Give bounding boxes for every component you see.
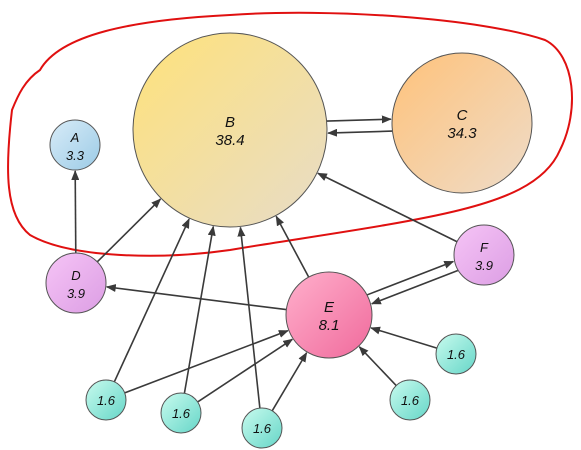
- edge-c-to-b: [327, 128, 393, 137]
- node-score-s2: 1.6: [172, 406, 191, 421]
- edge-d-to-a: [71, 169, 80, 254]
- edge-d-to-b: [96, 198, 162, 263]
- edge-s1-to-b: [113, 218, 190, 383]
- nodes-layer: A3.3B38.4C34.3D3.9E8.1F3.91.61.61.61.61.…: [45, 32, 533, 449]
- edge-b-to-c: [326, 115, 392, 124]
- edge-s2-to-b: [183, 225, 216, 394]
- node-circle-s2: [160, 392, 202, 434]
- node-circle-c: [391, 52, 533, 194]
- node-circle-s4: [435, 333, 477, 375]
- node-s1: 1.6: [85, 379, 127, 421]
- edge-s2-to-e: [197, 338, 294, 403]
- edge-s3-to-e: [271, 351, 308, 412]
- node-circle-f: [453, 224, 515, 286]
- node-d: D 3.9: [45, 252, 107, 314]
- node-score-a: 3.3: [66, 148, 85, 163]
- node-name-b: B: [225, 114, 235, 131]
- edge-s1-to-e: [124, 329, 289, 394]
- node-score-s4: 1.6: [447, 347, 466, 362]
- node-circle-e: [285, 271, 373, 359]
- edge-f-to-e: [370, 269, 459, 305]
- node-s2: 1.6: [160, 392, 202, 434]
- node-a: A 3.3: [49, 119, 101, 171]
- node-score-b: 38.4: [215, 132, 244, 149]
- edge-e-to-b: [275, 215, 310, 278]
- node-circle-s1: [85, 379, 127, 421]
- node-circle-a: [49, 119, 101, 171]
- node-name-e: E: [324, 299, 335, 316]
- edge-s3-to-b: [237, 226, 261, 409]
- node-e: E8.1: [285, 271, 373, 359]
- edge-e-to-d: [105, 284, 287, 311]
- node-name-c: C: [457, 107, 468, 124]
- node-circle-s5: [389, 379, 431, 421]
- node-circle-d: [45, 252, 107, 314]
- node-score-f: 3.9: [475, 258, 493, 273]
- highlight-outline: [7, 11, 573, 257]
- edge-s4-to-e: [370, 326, 438, 349]
- edges-layer: [71, 115, 459, 412]
- node-s3: 1.6: [241, 407, 283, 449]
- node-f: F 3.9: [453, 224, 515, 286]
- node-score-e: 8.1: [319, 317, 340, 334]
- node-name-f: F: [480, 240, 489, 255]
- edge-e-to-f: [367, 260, 455, 296]
- node-name-a: A: [70, 130, 80, 145]
- node-name-d: D: [71, 268, 80, 283]
- node-score-c: 34.3: [447, 125, 477, 142]
- node-s5: 1.6: [389, 379, 431, 421]
- node-c: C34.3: [391, 52, 533, 194]
- node-s4: 1.6: [435, 333, 477, 375]
- edge-s5-to-e: [358, 346, 397, 387]
- node-circle-b: [132, 32, 328, 228]
- node-score-s1: 1.6: [97, 393, 116, 408]
- node-score-s5: 1.6: [401, 393, 420, 408]
- node-b: B38.4: [132, 32, 328, 228]
- edge-f-to-b: [317, 172, 458, 243]
- node-score-s3: 1.6: [253, 421, 272, 436]
- node-score-d: 3.9: [67, 286, 85, 301]
- node-circle-s3: [241, 407, 283, 449]
